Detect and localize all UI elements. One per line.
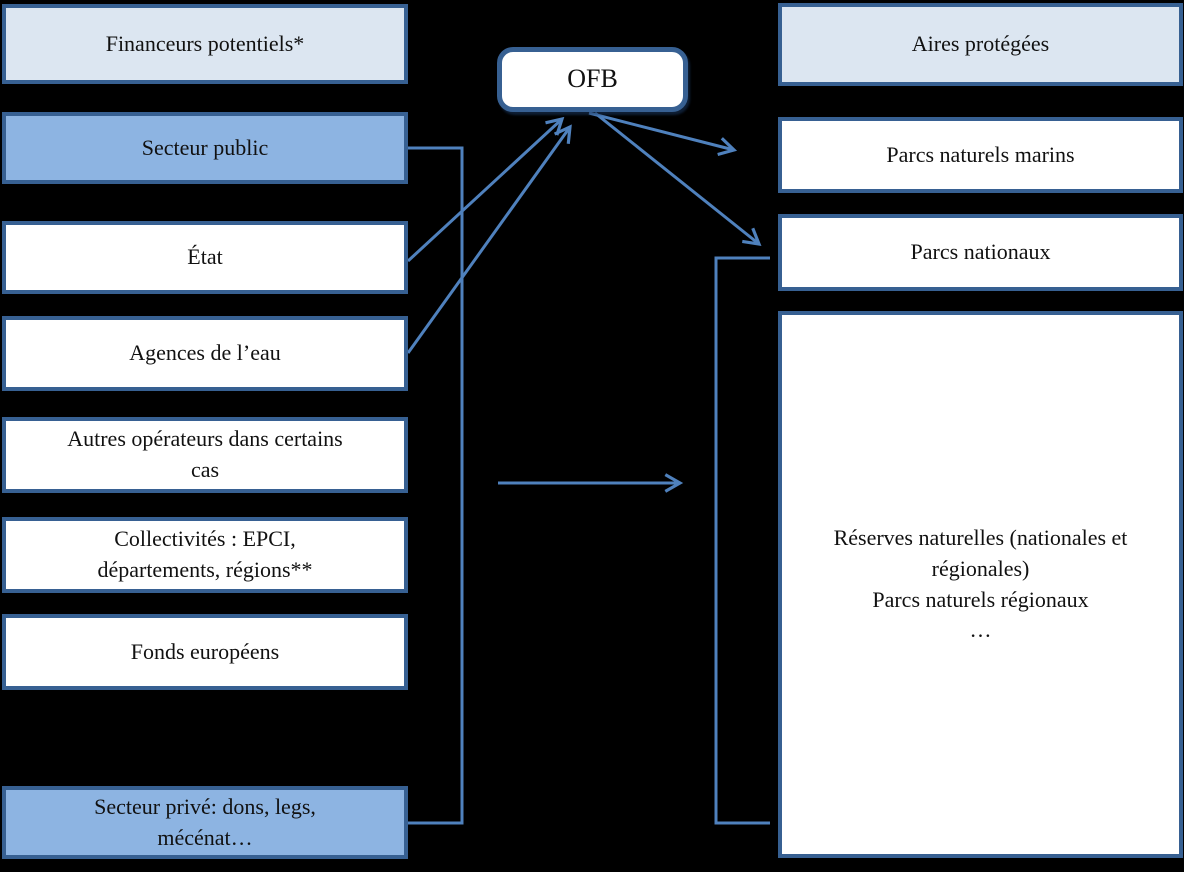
box-parcs-naturels-marins: Parcs naturels marins bbox=[778, 117, 1183, 193]
box-fonds-europeens: Fonds européens bbox=[2, 614, 408, 690]
box-agences-de-leau: Agences de l’eau bbox=[2, 316, 408, 391]
box-parcs-nationaux: Parcs nationaux bbox=[778, 214, 1183, 291]
box-etat: État bbox=[2, 221, 408, 294]
box-aires-protegees: Aires protégées bbox=[778, 3, 1183, 86]
box-reserves-naturelles: Réserves naturelles (nationales et régio… bbox=[778, 311, 1183, 858]
bracket-secteur-public-prive bbox=[406, 146, 464, 825]
box-autres-operateurs: Autres opérateurs dans certains cas bbox=[2, 417, 408, 493]
box-collectivites: Collectivités : EPCI, départements, régi… bbox=[2, 517, 408, 593]
box-financeurs-potentiels: Financeurs potentiels* bbox=[2, 4, 408, 84]
box-secteur-public: Secteur public bbox=[2, 112, 408, 184]
arrow-ofb-to-parcs-nationaux bbox=[594, 111, 762, 246]
arrow-ofb-to-parcs-marins bbox=[588, 111, 738, 157]
arrow-agences-to-ofb bbox=[406, 124, 572, 354]
box-secteur-prive: Secteur privé: dons, legs, mécénat… bbox=[2, 786, 408, 859]
arrow-etat-to-ofb bbox=[406, 116, 565, 263]
bracket-parcs-reserves bbox=[714, 256, 770, 825]
box-ofb: OFB bbox=[497, 47, 688, 112]
